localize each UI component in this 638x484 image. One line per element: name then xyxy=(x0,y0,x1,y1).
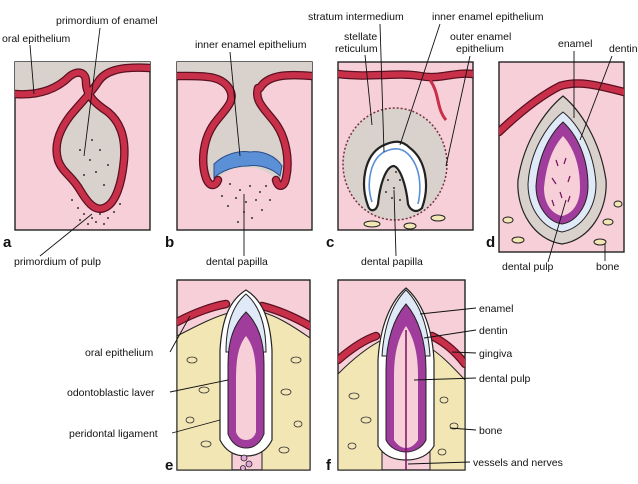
panel-f-gingiva xyxy=(338,333,465,367)
leader-primordium-enamel xyxy=(83,27,101,157)
leader-a-oral-epithelium xyxy=(29,44,35,95)
panel-d: d enamel dentin dental pulp bone xyxy=(486,38,638,273)
panel-b-inner-enamel-band xyxy=(213,151,283,180)
panel-b-letter: b xyxy=(165,234,174,251)
panel-b: b inner enamel epithelium dental papilla xyxy=(165,39,313,268)
panel-a-enamel-organ xyxy=(15,62,150,209)
label-odontoblastic-layer: odontoblastic laver xyxy=(67,387,155,399)
leader-f-gingiva xyxy=(451,351,477,354)
panel-c-inner-enamel-epithelium xyxy=(362,140,428,213)
panel-c-letter: c xyxy=(326,234,334,251)
label-f-enamel: enamel xyxy=(479,303,513,315)
label-outer-enamel-1: outer enamel xyxy=(450,31,511,43)
panel-c-stratum-intermedium xyxy=(368,148,421,205)
label-periodontal-ligament: peridontal ligament xyxy=(69,428,158,440)
panel-e-oral-epithelium xyxy=(177,301,310,329)
label-d-enamel: enamel xyxy=(558,38,592,50)
panel-a-pulp-cells xyxy=(71,139,121,225)
label-outer-enamel-2: epithelium xyxy=(456,43,504,55)
panel-f: f enamel dentin gingiva dental pulp bone… xyxy=(326,279,563,474)
panel-d-bone-fragments xyxy=(502,200,623,246)
panel-d-dental-pulp xyxy=(544,136,580,216)
leader-outer-enamel xyxy=(445,55,471,167)
label-b-inner-enamel: inner enamel epithelium xyxy=(195,39,307,51)
panel-a-oral-epithelium xyxy=(15,64,150,212)
label-d-bone: bone xyxy=(596,261,620,273)
label-stellate-1: stellate xyxy=(344,31,377,43)
label-f-dental-pulp: dental pulp xyxy=(479,373,531,385)
panel-b-papilla-cells xyxy=(221,183,271,223)
label-stellate-2: reticulum xyxy=(335,43,378,55)
leader-primordium-pulp xyxy=(39,213,93,257)
panel-c: c stratum intermedium inner enamel epith… xyxy=(308,11,544,268)
panel-e-bone-trabeculae xyxy=(185,356,303,454)
leader-f-dentin xyxy=(423,329,477,339)
panel-a: a primordium of enamel oral epithelium p… xyxy=(2,15,158,268)
label-f-bone: bone xyxy=(479,425,503,437)
label-a-oral-epithelium: oral epithelium xyxy=(2,33,71,45)
label-d-dentin: dentin xyxy=(609,43,638,55)
leader-f-enamel xyxy=(419,307,477,315)
label-stratum-intermedium: stratum intermedium xyxy=(308,11,404,23)
leader-e-oral-epithelium xyxy=(169,315,191,353)
panel-b-enamel-organ xyxy=(177,62,312,179)
label-d-dental-pulp: dental pulp xyxy=(502,261,554,273)
label-e-oral-epithelium: oral epithelium xyxy=(85,347,154,359)
panel-e-letter: e xyxy=(165,457,173,474)
label-f-dentin: dentin xyxy=(479,325,508,337)
leader-f-dental-pulp xyxy=(413,377,477,381)
label-f-vessels-nerves: vessels and nerves xyxy=(473,457,563,469)
leader-b-inner-enamel xyxy=(229,51,241,157)
panel-c-papilla-cells xyxy=(385,171,401,201)
leader-d-dentin xyxy=(579,55,613,141)
label-primordium-enamel: primordium of enamel xyxy=(56,15,158,27)
leader-stellate-reticulum xyxy=(364,54,373,126)
leader-c-dental-papilla xyxy=(393,189,397,257)
panel-c-dental-lamina xyxy=(428,79,448,121)
label-b-dental-papilla: dental papilla xyxy=(206,256,268,268)
panel-d-letter: d xyxy=(486,234,495,251)
leader-odontoblastic-layer xyxy=(169,379,229,393)
leader-d-dental-pulp xyxy=(547,199,567,263)
label-c-inner-enamel: inner enamel epithelium xyxy=(432,11,544,23)
panel-d-pulp-cells xyxy=(551,157,571,207)
label-c-dental-papilla: dental papilla xyxy=(361,256,423,268)
panel-c-oral-epithelium xyxy=(338,70,473,81)
leader-stratum-intermedium xyxy=(379,23,385,153)
panel-e: e oral epithelium odontoblastic laver pe… xyxy=(67,279,311,474)
panel-f-letter: f xyxy=(326,457,332,474)
panel-a-letter: a xyxy=(3,234,12,251)
panel-c-bone-fragments xyxy=(363,214,446,230)
leader-periodontal-ligament xyxy=(171,419,221,434)
panel-b-oral-epithelium xyxy=(177,72,312,189)
panel-e-dental-pulp xyxy=(236,336,256,440)
leader-f-vessels-nerves xyxy=(407,461,471,465)
label-primordium-pulp: primordium of pulp xyxy=(14,256,101,268)
leader-c-inner-enamel xyxy=(399,23,441,146)
panel-f-bone-trabeculae xyxy=(347,392,459,456)
label-f-gingiva: gingiva xyxy=(479,348,512,360)
leader-f-bone xyxy=(449,427,477,431)
panel-e-vessels xyxy=(240,454,253,470)
panel-d-oral-epithelium xyxy=(499,80,624,135)
